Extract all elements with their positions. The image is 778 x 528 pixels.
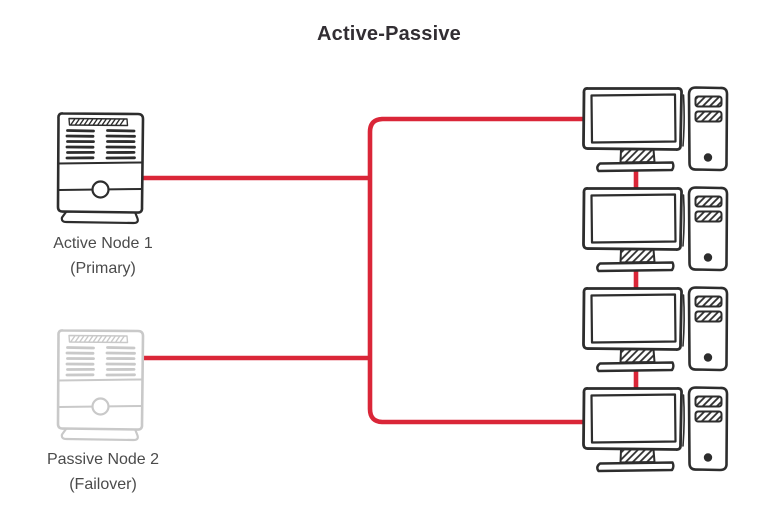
node-role: (Primary) xyxy=(70,260,136,277)
workstation-icon xyxy=(582,286,729,373)
server-icon xyxy=(56,329,145,442)
node-name: Active Node 1 xyxy=(53,235,153,252)
trunk-line xyxy=(367,116,594,425)
workstation-icon xyxy=(582,386,729,473)
active-node-label: Active Node 1 (Primary) xyxy=(28,231,178,281)
workstation-icon xyxy=(582,186,729,273)
node-name: Passive Node 2 xyxy=(46,451,160,468)
server-icon xyxy=(56,112,145,225)
workstation-icon xyxy=(582,86,729,173)
node-role: (Failover) xyxy=(69,476,137,493)
passive-node-label: Passive Node 2 (Failover) xyxy=(28,447,178,497)
diagram-title: Active-Passive xyxy=(316,23,461,45)
